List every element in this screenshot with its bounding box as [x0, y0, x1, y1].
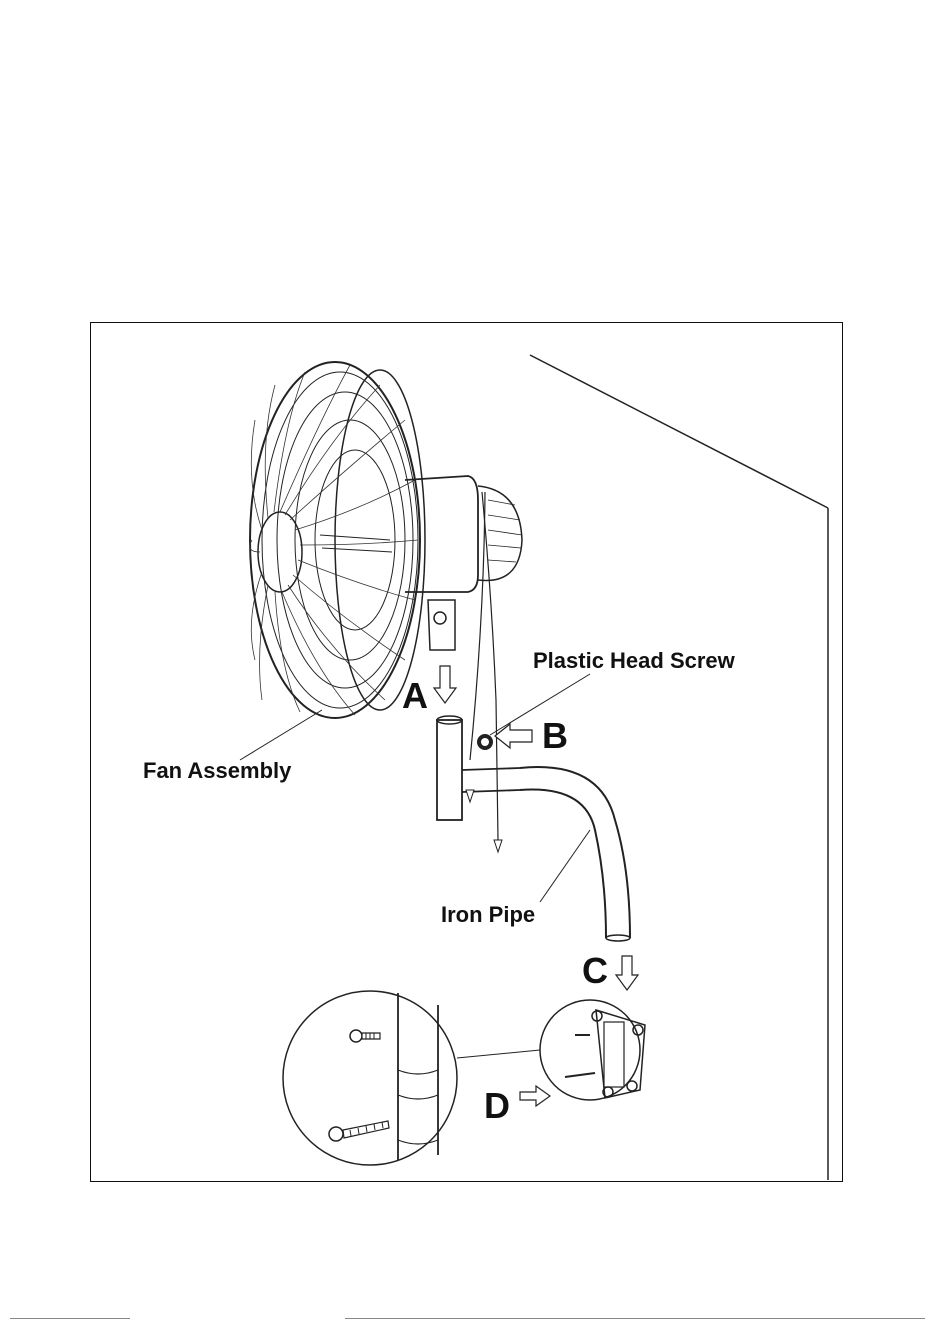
iron-pipe-label: Iron Pipe: [441, 902, 535, 927]
wall-corner: [530, 355, 828, 1180]
magnified-detail: [283, 991, 540, 1165]
motor-housing: [405, 476, 522, 852]
step-c-label: C: [582, 950, 608, 991]
wall-bracket-detail: [540, 1000, 645, 1100]
step-d-label: D: [484, 1085, 510, 1126]
arrow-b: [495, 724, 532, 748]
footer-rule-right: [345, 1318, 925, 1319]
fan-assembly-label: Fan Assembly: [143, 758, 292, 783]
step-b-label: B: [542, 715, 568, 756]
step-a-label: A: [402, 675, 428, 716]
iron-pipe: [520, 767, 630, 941]
footer-rule-left: [10, 1318, 130, 1319]
arrow-c: [616, 956, 638, 990]
plastic-head-screw-label: Plastic Head Screw: [533, 648, 736, 673]
arrow-d: [520, 1086, 550, 1106]
arrow-a: [434, 666, 456, 703]
fan-grille: [250, 362, 425, 718]
